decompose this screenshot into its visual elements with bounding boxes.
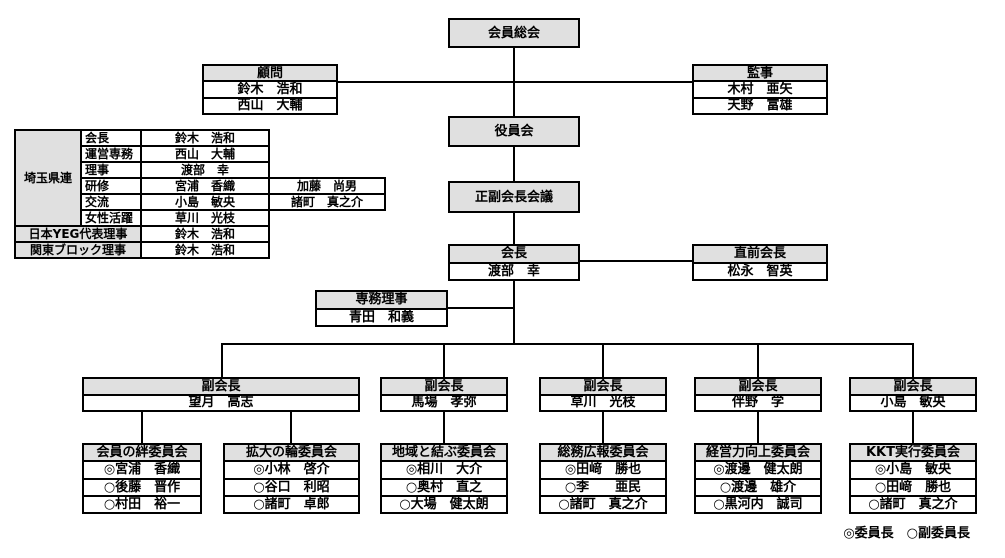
committee-member: ○李 亜民: [541, 477, 665, 495]
officers-meeting-title: 正副会長会議: [450, 183, 578, 211]
committee-member: ○奥村 直之: [382, 477, 506, 495]
executive-director-name: 青田 和義: [317, 307, 446, 325]
connector-line: [221, 345, 223, 377]
board-meeting-box: 役員会: [448, 116, 580, 147]
committee-box: 地域と結ぶ委員会 ◎相川 大介 ○奥村 直之 ○大場 健太朗: [380, 443, 508, 514]
executive-director-box: 専務理事 青田 和義: [315, 290, 448, 327]
committee-member: ○谷口 利昭: [225, 477, 358, 495]
vice-president-box: 副会長 伴野 学: [694, 377, 822, 412]
saitama-role: 会長: [80, 129, 142, 147]
committee-member: ○後藤 晋作: [84, 477, 200, 495]
committee-member: ◎渡邊 健太朗: [696, 460, 820, 478]
saitama-group-label: 埼玉県連: [14, 129, 82, 227]
saitama-name: 草川 光枝: [140, 209, 270, 227]
committee-title: 地域と結ぶ委員会: [382, 445, 506, 461]
committee-member: ○大場 健太朗: [382, 494, 506, 512]
connector-line: [757, 345, 759, 377]
saitama-name: 西山 大輔: [140, 145, 270, 163]
connector-line: [513, 147, 515, 181]
committee-member: ◎小島 敏央: [851, 460, 975, 478]
vice-president-name: 伴野 学: [696, 393, 820, 410]
board-meeting-title: 役員会: [450, 118, 578, 145]
connector-line: [912, 345, 914, 377]
executive-director-title: 専務理事: [317, 292, 446, 308]
connector-line: [578, 260, 692, 262]
vice-president-name: 小島 敏央: [851, 393, 975, 410]
kanto-block-name: 鈴木 浩和: [140, 241, 270, 259]
advisor-name: 鈴木 浩和: [204, 80, 336, 97]
committee-member: ○渡邊 雄介: [696, 477, 820, 495]
committee-box: 会員の絆委員会 ◎宮浦 香織 ○後藤 晋作 ○村田 裕一: [82, 443, 202, 514]
committee-member: ◎小林 啓介: [225, 460, 358, 478]
connector-line: [221, 343, 914, 345]
committee-member: ○諸町 真之介: [541, 494, 665, 512]
committee-title: 拡大の輪委員会: [225, 445, 358, 461]
auditors-title: 監事: [694, 66, 826, 81]
connector-line: [446, 307, 513, 309]
legend: ◎委員長 ○副委員長: [843, 526, 970, 541]
connector-line: [513, 281, 515, 345]
committee-box: KKT実行委員会 ◎小島 敏央 ○田﨑 勝也 ○諸町 真之介: [849, 443, 977, 514]
committee-member: ○村田 裕一: [84, 494, 200, 512]
committee-member: ○黒河内 誠司: [696, 494, 820, 512]
connector-line: [443, 345, 445, 377]
committee-title: KKT実行委員会: [851, 445, 975, 461]
committee-box: 拡大の輪委員会 ◎小林 啓介 ○谷口 利昭 ○諸町 卓郎: [223, 443, 360, 514]
vice-president-name: 馬場 孝弥: [382, 393, 506, 410]
vice-president-title: 副会長: [382, 379, 506, 394]
officers-meeting-box: 正副会長会議: [448, 181, 580, 213]
saitama-federation-table: 埼玉県連 会長 鈴木 浩和 運営専務 西山 大輔 理事 渡部 幸 研修 宮浦 香…: [14, 129, 386, 259]
committee-member: ○諸町 真之介: [851, 494, 975, 512]
committee-member: ○田﨑 勝也: [851, 477, 975, 495]
past-president-box: 直前会長 松永 智英: [692, 244, 828, 281]
auditors-box: 監事 木村 亜矢 天野 富雄: [692, 64, 828, 115]
general-assembly-box: 会員総会: [448, 18, 580, 48]
connector-line: [141, 412, 143, 443]
vice-president-box: 副会長 草川 光枝: [539, 377, 667, 412]
auditor-name: 天野 富雄: [694, 96, 826, 113]
vice-president-box: 副会長 馬場 孝弥: [380, 377, 508, 412]
auditor-name: 木村 亜矢: [694, 80, 826, 97]
saitama-role: 運営専務: [80, 145, 142, 163]
committee-member: ◎宮浦 香織: [84, 460, 200, 478]
committee-member: ◎田﨑 勝也: [541, 460, 665, 478]
connector-line: [443, 412, 445, 443]
connector-line: [602, 345, 604, 377]
general-assembly-title: 会員総会: [450, 20, 578, 46]
connector-line: [336, 81, 694, 83]
committee-member: ○諸町 卓郎: [225, 494, 358, 512]
vice-president-box: 副会長 小島 敏央: [849, 377, 977, 412]
vice-president-name: 草川 光枝: [541, 393, 665, 410]
connector-line: [602, 412, 604, 443]
connector-line: [513, 213, 515, 244]
past-president-title: 直前会長: [694, 246, 826, 262]
advisors-box: 顧問 鈴木 浩和 西山 大輔: [202, 64, 338, 115]
president-name: 渡部 幸: [450, 261, 578, 279]
vice-president-title: 副会長: [696, 379, 820, 394]
committee-title: 総務広報委員会: [541, 445, 665, 461]
vice-president-box: 副会長 望月 高志: [82, 377, 360, 412]
advisors-title: 顧問: [204, 66, 336, 81]
advisor-name: 西山 大輔: [204, 96, 336, 113]
committee-title: 経営力向上委員会: [696, 445, 820, 461]
vice-president-title: 副会長: [541, 379, 665, 394]
president-box: 会長 渡部 幸: [448, 244, 580, 281]
past-president-name: 松永 智英: [694, 261, 826, 279]
committee-title: 会員の絆委員会: [84, 445, 200, 461]
committee-box: 総務広報委員会 ◎田﨑 勝也 ○李 亜民 ○諸町 真之介: [539, 443, 667, 514]
connector-line: [757, 412, 759, 443]
vice-president-title: 副会長: [851, 379, 975, 394]
connector-line: [290, 412, 292, 443]
kanto-block-role: 関東ブロック理事: [14, 241, 142, 259]
committee-member: ◎相川 大介: [382, 460, 506, 478]
vice-president-title: 副会長: [84, 379, 358, 394]
saitama-extra-name: 諸町 真之介: [268, 193, 386, 211]
connector-line: [912, 412, 914, 443]
saitama-name: 鈴木 浩和: [140, 129, 270, 147]
president-title: 会長: [450, 246, 578, 262]
vice-president-name: 望月 高志: [84, 393, 358, 410]
committee-box: 経営力向上委員会 ◎渡邊 健太朗 ○渡邊 雄介 ○黒河内 誠司: [694, 443, 822, 514]
